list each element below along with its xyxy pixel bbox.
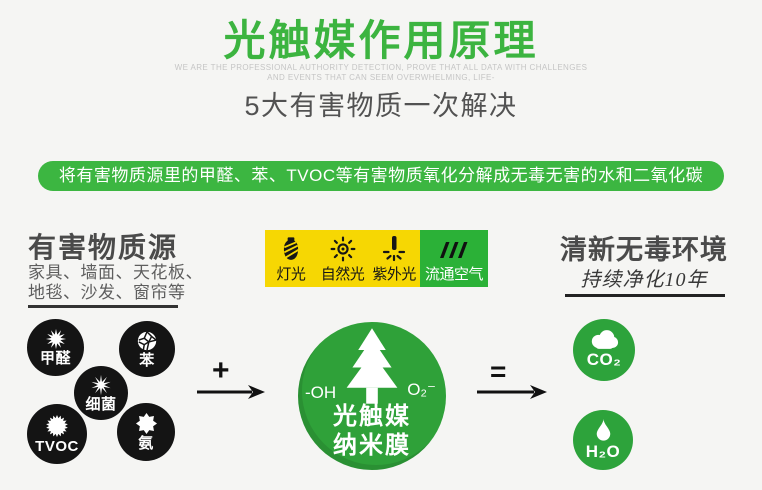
- summary-banner: 将有害物质源里的甲醛、苯、TVOC等有害物质氧化分解成无毒无害的水和二氧化碳: [38, 161, 724, 191]
- light-item-uv: 紫外光: [368, 230, 420, 287]
- gear-icon: [135, 412, 157, 435]
- pollutant-tvoc: TVOC: [27, 404, 87, 464]
- pollutant-label: 氨: [138, 435, 154, 452]
- air-flow-box: 流通空气: [420, 230, 488, 287]
- sun-ring-icon: [46, 414, 68, 437]
- page-title: 光触媒作用原理: [223, 17, 539, 64]
- sources-heading: 有害物质源: [28, 232, 179, 263]
- subtitle: 5大有害物质一次解决: [244, 91, 518, 121]
- product-label: H₂O: [585, 441, 621, 461]
- right-arrow-icon: [197, 385, 265, 399]
- light-label: 自然光: [320, 266, 365, 283]
- air-flow-label: 流通空气: [424, 266, 484, 283]
- starburst-icon: [45, 328, 66, 350]
- result-underline: [565, 294, 725, 297]
- catalyst-name-line-2: 纳米膜: [333, 432, 411, 459]
- product-co2: CO₂: [573, 319, 635, 381]
- superoxide-formula: O₂⁻: [407, 380, 436, 399]
- molecule-icon: [137, 330, 157, 350]
- tagline-line-2: AND EVENTS THAT CAN SEEM OVERWHELMING, L…: [267, 73, 495, 82]
- light-label: 灯光: [276, 266, 306, 283]
- english-tagline: WE ARE THE PROFESSIONAL AUTHORITY DETECT…: [0, 63, 762, 83]
- catalyst-name: 光触媒 纳米膜: [298, 402, 446, 460]
- pollutant-label: TVOC: [35, 437, 79, 455]
- bulb-icon: [283, 237, 299, 260]
- pollutant-benzene: 苯: [119, 321, 175, 377]
- sources-desc-line-1: 家具、墙面、天花板、: [28, 263, 203, 282]
- cloud-icon: [591, 330, 619, 349]
- drop-icon: [596, 418, 610, 441]
- result-subheading: 持续净化10年: [580, 269, 708, 291]
- result-heading: 清新无毒环境: [560, 235, 728, 265]
- pollutant-formaldehyde: 甲醛: [27, 319, 84, 376]
- photocatalyst-circle: -OH O₂⁻ 光触媒 纳米膜: [298, 322, 446, 470]
- pollutant-bacteria: 细菌: [74, 366, 128, 420]
- hydroxyl-formula: -OH: [305, 383, 337, 402]
- pollutant-label: 甲醛: [39, 350, 71, 367]
- sources-underline: [28, 305, 178, 308]
- product-h2o: H₂O: [573, 410, 633, 470]
- slashes-icon: [440, 242, 468, 258]
- light-item-lamp: 灯光: [265, 230, 317, 287]
- tagline-line-1: WE ARE THE PROFESSIONAL AUTHORITY DETECT…: [174, 63, 588, 72]
- pollutant-label: 苯: [139, 351, 155, 369]
- product-label: CO₂: [586, 350, 622, 369]
- light-item-sunlight: 自然光: [317, 230, 369, 287]
- uv-lamp-icon: [383, 236, 406, 262]
- equals-sign: =: [490, 356, 507, 387]
- pollutant-ammonia: 氨: [117, 403, 175, 461]
- burst-icon: [91, 374, 111, 395]
- pine-tree-icon: [346, 328, 398, 404]
- sun-icon: [330, 236, 355, 262]
- catalyst-name-line-1: 光触媒: [333, 403, 411, 430]
- sources-desc-line-2: 地毯、沙发、窗帘等: [28, 283, 186, 302]
- sources-description: 家具、墙面、天花板、 地毯、沙发、窗帘等: [28, 263, 203, 303]
- right-arrow-icon: [477, 385, 547, 399]
- plus-sign: +: [212, 354, 230, 387]
- light-sources-box: 灯光 自然光 紫外: [265, 230, 420, 287]
- pollutant-label: 细菌: [85, 395, 117, 413]
- light-label: 紫外光: [372, 266, 416, 283]
